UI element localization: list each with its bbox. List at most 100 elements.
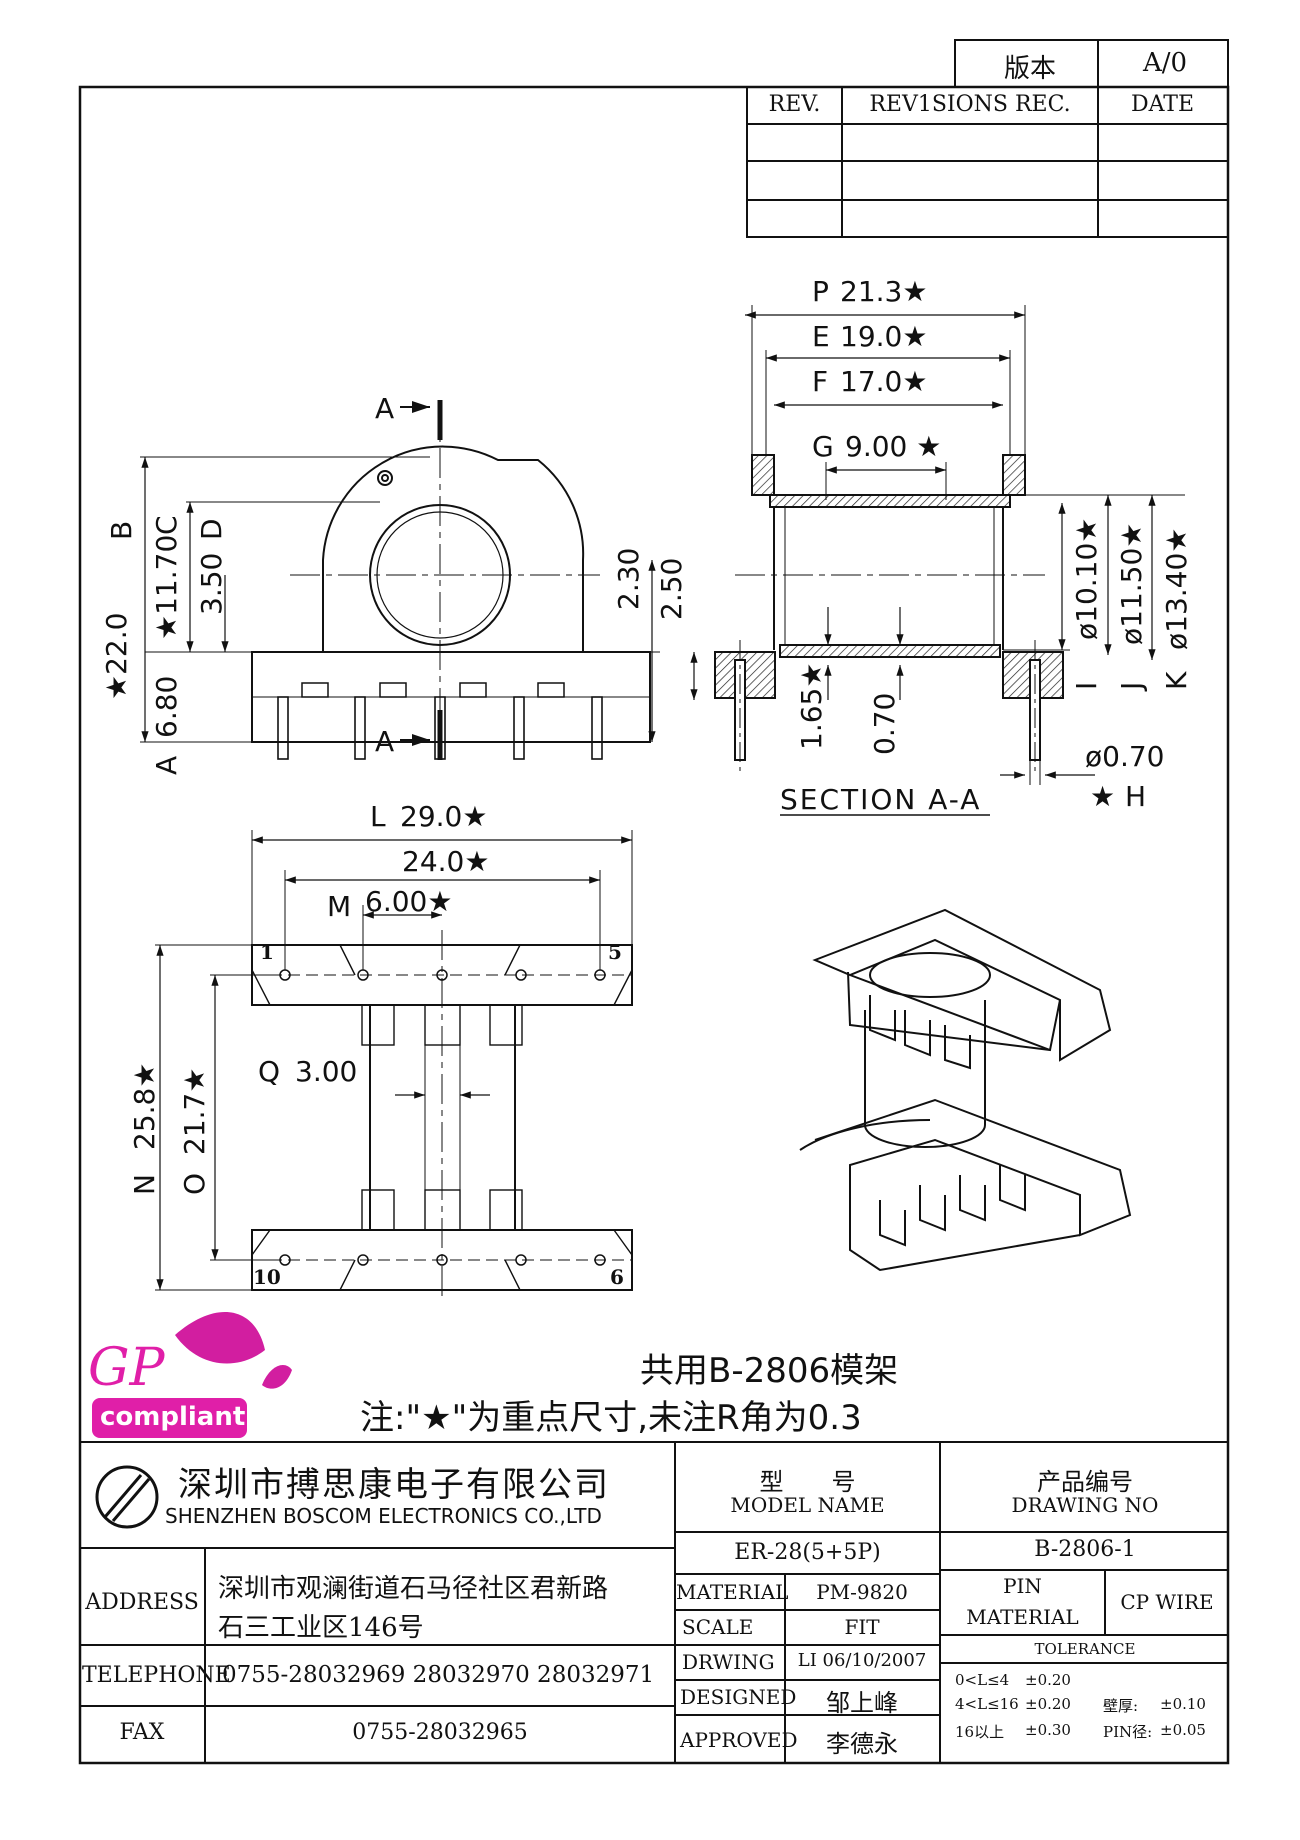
version-value: A/0 [1142, 48, 1188, 78]
dim-240: 24.0★ [402, 845, 490, 878]
title-block [80, 1441, 1228, 1763]
dim-l: 29.0★ [400, 800, 488, 833]
gp-logo-text: GP [88, 1338, 165, 1398]
pin-material-label-2: MATERIAL [966, 1605, 1079, 1629]
material-value: PM-9820 [816, 1580, 908, 1604]
tol-range-3: 16以上 [955, 1723, 1005, 1741]
drawing-no-cn: 产品编号 [1037, 1468, 1133, 1496]
approved-value: 李德永 [826, 1730, 898, 1758]
circled-g: G [812, 430, 834, 463]
tol-value-3: ±0.30 [1025, 1721, 1071, 1739]
circled-a: A [150, 755, 183, 775]
pin-diameter-label: PIN径: [1103, 1723, 1153, 1741]
designed-label: DESIGNED [680, 1685, 797, 1709]
dim-k: ø13.40★ [1160, 527, 1193, 650]
address-line-2: 石三工业区146号 [218, 1613, 424, 1643]
company-en-name: SHENZHEN BOSCOM ELECTRONICS CO.,LTD [165, 1504, 602, 1528]
circled-l: L [370, 800, 386, 833]
drawing-no-value: B-2806-1 [1034, 1537, 1136, 1562]
dim-m: 6.00★ [365, 885, 453, 918]
material-label: MATERIAL [676, 1580, 789, 1604]
wall-thickness-value: ±0.10 [1160, 1695, 1206, 1713]
circled-h: H [1125, 780, 1147, 813]
front-view [140, 400, 660, 760]
circled-p: P [812, 275, 829, 308]
pin-6: 6 [610, 1265, 624, 1289]
dim-g: 9.00 ★ [845, 430, 942, 463]
gp-compliant-logo [92, 1312, 292, 1438]
dim-250: 2.50 [655, 557, 688, 620]
dim-p: 21.3★ [840, 275, 928, 308]
circled-n: N [128, 1174, 161, 1195]
address-label: ADDRESS [85, 1590, 199, 1615]
pin-material-value: CP WIRE [1120, 1590, 1214, 1614]
wall-thickness-label: 壁厚: [1103, 1697, 1139, 1715]
approved-label: APPROVED [680, 1728, 798, 1752]
revision-table [746, 86, 1229, 238]
version-label: 版本 [1003, 54, 1056, 84]
circled-b: B [105, 520, 138, 540]
fax-value: 0755-28032965 [352, 1720, 528, 1745]
sheet-frame [78, 85, 1230, 1765]
dim-h-star: ★ [1090, 780, 1116, 813]
section-title: SECTION A-A [780, 783, 982, 816]
circled-d: D [195, 518, 228, 540]
drawing-no-en: DRAWING NO [1011, 1493, 1159, 1517]
fax-label: FAX [119, 1720, 165, 1745]
tolerance-label: TOLERANCE [1034, 1640, 1136, 1658]
shared-frame-note: 共用B-2806模架 [640, 1351, 899, 1391]
pin-diameter-value: ±0.05 [1160, 1721, 1206, 1739]
pin-1: 1 [260, 940, 274, 964]
dim-q: 3.00 [295, 1055, 358, 1088]
circled-e: E [812, 320, 830, 353]
circled-o: O [178, 1172, 211, 1195]
model-name-value: ER-28(5+5P) [734, 1540, 881, 1565]
model-name-cn: 型 号 [759, 1468, 856, 1496]
bottom-view [155, 830, 633, 1300]
dim-b: ★22.0 [100, 612, 133, 700]
dim-a: 6.80 [150, 675, 183, 738]
telephone-value: 0755-28032969 28032970 28032971 [222, 1662, 655, 1688]
drwing-label: DRWING [682, 1650, 775, 1674]
dim-c: ★11.70 [150, 534, 183, 640]
drwing-value: LI 06/10/2007 [797, 1650, 927, 1671]
address-line-1: 深圳市观澜街道石马径社区君新路 [218, 1574, 609, 1604]
dim-230: 2.30 [612, 547, 645, 610]
rev-header: REV. [768, 92, 821, 117]
dim-n: 25.8★ [128, 1062, 161, 1150]
tol-value-2: ±0.20 [1025, 1695, 1071, 1713]
dim-h: ø0.70 [1085, 740, 1165, 773]
circled-j: J [1115, 681, 1148, 690]
dim-d: 3.50 [195, 552, 228, 615]
section-view [690, 305, 1185, 816]
circled-m: M [327, 890, 352, 923]
section-marker-top: A [375, 392, 395, 425]
designed-value: 邹上峰 [826, 1689, 898, 1717]
revisions-rec-header: REV1SIONS REC. [869, 92, 1071, 117]
compliant-badge-text: compliant [100, 1402, 246, 1432]
tol-value-1: ±0.20 [1025, 1671, 1071, 1689]
scale-value: FIT [844, 1615, 880, 1639]
circled-f: F [812, 365, 829, 398]
section-marker-bottom: A [375, 725, 395, 758]
dim-j: ø11.50★ [1115, 522, 1148, 645]
company-cn-name: 深圳市搏思康电子有限公司 [178, 1465, 610, 1505]
isometric-view [799, 908, 1132, 1272]
pin-5: 5 [608, 940, 622, 964]
telephone-label: TELEPHONE [82, 1663, 231, 1688]
date-header: DATE [1130, 92, 1195, 117]
dim-i: ø10.10★ [1070, 517, 1103, 640]
tol-range-1: 0<L≤4 [955, 1671, 1010, 1689]
pin-material-label-1: PIN [1003, 1574, 1042, 1598]
circled-i: I [1070, 681, 1103, 690]
dim-070: 0.70 [868, 692, 901, 755]
remark-note: 注:"★"为重点尺寸,未注R角为0.3 [360, 1398, 862, 1438]
pin-10: 10 [253, 1265, 281, 1289]
tol-range-2: 4<L≤16 [955, 1695, 1019, 1713]
dim-f: 17.0★ [840, 365, 928, 398]
circled-k: K [1160, 671, 1193, 690]
dim-o: 21.7★ [178, 1067, 211, 1155]
dim-165: 1.65★ [795, 662, 828, 750]
circled-c: C [150, 515, 183, 535]
